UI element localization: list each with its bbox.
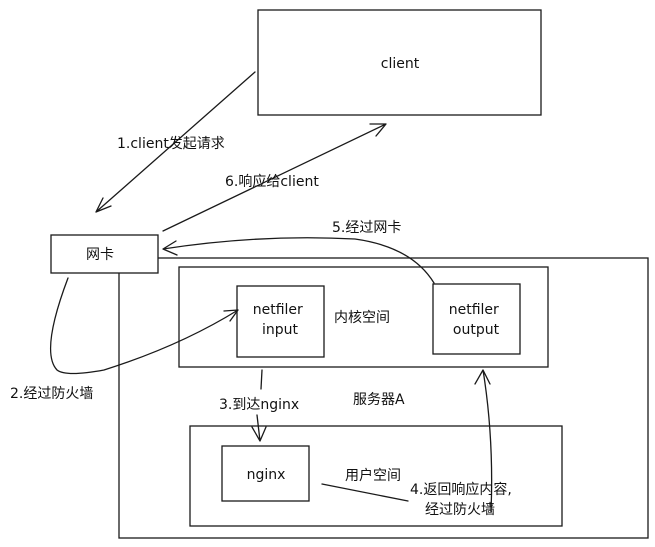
arrow-step2 [49, 277, 239, 375]
nic-label: 网卡 [86, 247, 114, 263]
netfilter-input-line2: input [262, 322, 299, 338]
user-space-label: 用户空间 [345, 467, 401, 484]
step3-label: 3.到达nginx [219, 397, 299, 413]
nginx-label: nginx [247, 467, 286, 483]
user-space-frame [189, 425, 563, 527]
arrow-step4-pointer [321, 483, 409, 502]
nic-box [50, 234, 159, 274]
step2-label: 2.经过防火墙 [10, 386, 93, 402]
netfilter-output-box [432, 283, 521, 355]
arrow-step6 [162, 123, 387, 232]
step6-label: 6.响应给client [225, 173, 319, 190]
step4-line2: 经过防火墙 [425, 502, 495, 518]
step5-label: 5.经过网卡 [332, 220, 401, 236]
netfilter-input-line1: netfiler [253, 302, 303, 318]
client-label: client [381, 56, 420, 72]
arrow-step1 [95, 71, 256, 213]
netfilter-input-label: netfiler input [253, 302, 308, 338]
netfilter-output-label: netfiler output [449, 302, 504, 338]
arrow-step4 [474, 369, 493, 513]
client-box [257, 9, 542, 116]
netfilter-input-box [236, 285, 325, 358]
netfilter-output-line1: netfiler [449, 302, 499, 318]
kernel-space-label: 内核空间 [334, 310, 390, 326]
step4-line1: 4.返回响应内容, [410, 481, 512, 498]
server-a-label: 服务器A [353, 392, 405, 408]
step4-label: 4.返回响应内容, 经过防火墙 [410, 481, 516, 518]
netfilter-output-line2: output [453, 322, 500, 338]
step1-label: 1.client发起请求 [117, 136, 225, 152]
server-a-frame [118, 257, 649, 539]
arrow-step5 [162, 237, 435, 284]
nginx-box [221, 445, 310, 502]
kernel-space-frame [178, 266, 549, 368]
arrow-step3 [251, 369, 267, 442]
